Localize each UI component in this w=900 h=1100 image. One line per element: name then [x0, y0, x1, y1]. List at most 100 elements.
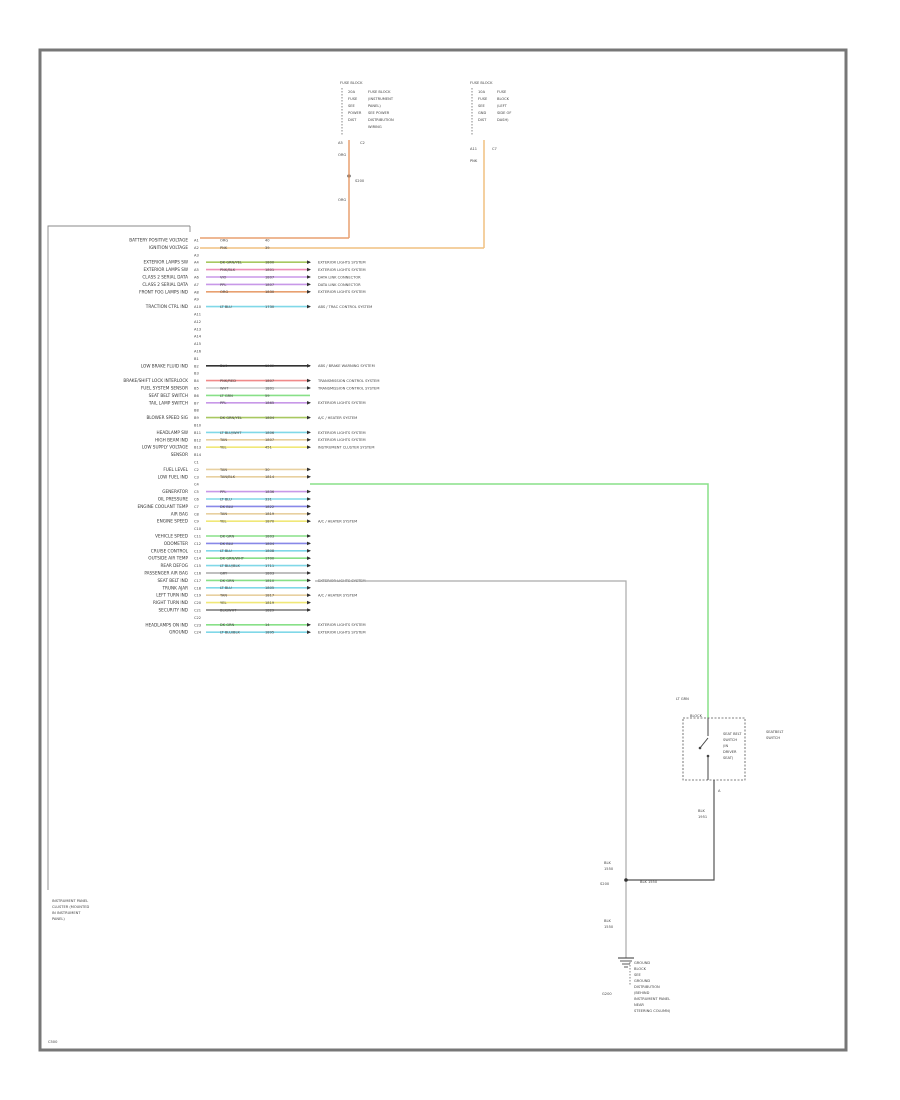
ipc-caption-1: CLUSTER (MOUNTED — [52, 905, 89, 909]
gnd-desc-8: STEERING COLUMN) — [634, 1009, 671, 1013]
sensor-ground-wire — [315, 580, 627, 958]
fuse-left-desc-3: SEE POWER — [368, 111, 390, 115]
pin-id: A3 — [194, 253, 199, 257]
gnd-desc-7: NEAR — [634, 1003, 644, 1007]
wire-color: TAN/BLK — [219, 475, 236, 479]
ipc-row: A14 — [194, 335, 202, 339]
pin-label: TRACTION CTRL IND — [145, 304, 188, 309]
wire-color: YEL — [220, 601, 226, 605]
pin-label: SENSOR — [171, 452, 188, 457]
fuse-left-desc-4: DISTRIBUTION — [368, 118, 394, 122]
wire-color: YEL — [220, 446, 226, 450]
circuit-number: 1808 — [265, 549, 275, 553]
arrow-mark — [307, 556, 311, 560]
pin-id: A11 — [194, 313, 201, 317]
pin-id: C11 — [194, 535, 201, 539]
wire-color: LT BLU — [220, 586, 232, 590]
svg-text:C7: C7 — [492, 147, 497, 151]
fuse-right-line-2: SEE — [478, 104, 486, 108]
switch-pin: A — [718, 789, 721, 793]
fuse-right-line-3: GND — [478, 111, 486, 115]
switch-conn-label: BLOCK — [690, 714, 703, 718]
arrow-mark — [307, 578, 311, 583]
switch-wire-below-0: BLK — [698, 809, 705, 813]
gnd-desc-5: (BEHIND — [634, 991, 650, 995]
wire-color: LT BLU/WHT — [220, 431, 242, 435]
switch-desc-0: SEAT BELT — [723, 732, 742, 736]
wire-color: ORG — [220, 290, 228, 294]
gnd-desc-1: BLOCK — [634, 967, 647, 971]
destination-label: EXTERIOR LIGHTS SYSTEM — [318, 631, 366, 635]
svg-text:SEATBELT: SEATBELT — [766, 730, 784, 734]
wire-color: VIO — [220, 275, 227, 279]
circuit-number: 1807 — [265, 379, 274, 383]
arrow-mark — [307, 489, 311, 494]
wire-color: DK BLU — [220, 505, 234, 509]
destination-label: EXTERIOR LIGHTS SYSTEM — [318, 261, 366, 265]
fuse-right-desc-1: BLOCK — [497, 97, 510, 101]
pin-label: LOW SUPPLY VOLTAGE — [142, 445, 189, 450]
circuit-number: 1804 — [265, 542, 275, 546]
pin-id: B8 — [194, 409, 199, 413]
pin-label: LOW FUEL IND — [158, 474, 188, 479]
destination-label: EXTERIOR LIGHTS SYSTEM — [318, 438, 366, 442]
pin-label: SEAT BELT IND — [158, 578, 189, 583]
circuit-number: 1819 — [265, 512, 275, 516]
ipc-row: C22 — [194, 616, 201, 620]
pin-id: C12 — [194, 542, 201, 546]
circuit-number: 1830 — [265, 290, 275, 294]
circuit-number: 1711 — [265, 564, 274, 568]
wire-color: ORG — [220, 238, 228, 242]
pin-id: B4 — [194, 379, 199, 383]
arrow-mark — [307, 415, 311, 420]
circuit-number: 1836 — [265, 490, 275, 494]
pin-label: SECURITY IND — [159, 608, 188, 613]
wire-color: DK GRN — [220, 534, 235, 538]
wire-color: DK GRN — [220, 623, 235, 627]
arrow-mark — [307, 593, 311, 597]
destination-label: TRANSMISSION CONTROL SYSTEM — [317, 379, 379, 383]
circuit-number: 1730 — [265, 305, 275, 309]
arrow-mark — [307, 260, 311, 264]
fuse-left-line-1: FUSE — [348, 97, 358, 101]
fuse-left-line-3: POWER — [348, 111, 362, 115]
fuse-left-desc-1: (INSTRUMENT — [368, 97, 394, 101]
power-feeds: A5 C2 ORG ORG S200 A11 C7 PNK — [200, 140, 497, 249]
circuit-number: 1822 — [265, 505, 274, 509]
ground-splice: BLK 1550 S200 BLK 1550 BLK 1550 G200 GRO… — [600, 861, 671, 1013]
pin-label: FUEL SYSTEM SENSOR — [141, 386, 188, 391]
arrow-mark — [307, 467, 311, 472]
wire-color: LT BLU/BLK — [220, 631, 240, 635]
circuit-number: 1803 — [265, 534, 274, 538]
circuit-number: 1806 — [265, 431, 275, 435]
destination-label: A/C / HEATER SYSTEM — [318, 416, 357, 420]
arrow-mark — [307, 497, 311, 501]
arrow-mark — [307, 600, 311, 605]
gnd-desc-3: GROUND — [634, 979, 650, 983]
ipc-row: B10 — [194, 424, 202, 428]
circuit-number: 1801 — [265, 268, 274, 272]
wire-color: PPL — [220, 283, 226, 287]
svg-text:S200: S200 — [355, 179, 365, 183]
circuit-number: 1819 — [265, 601, 275, 605]
pin-id: A13 — [194, 327, 201, 331]
pin-id: C10 — [194, 527, 202, 531]
fuse-block-right-title: FUSE BLOCK — [470, 81, 493, 85]
arrow-mark — [307, 275, 311, 279]
svg-text:A5: A5 — [338, 141, 343, 145]
pin-label: RIGHT TURN IND — [153, 600, 188, 605]
switch-desc-2: (IN — [723, 744, 728, 748]
destination-label: EXTERIOR LIGHTS SYSTEM — [318, 268, 366, 272]
pin-id: C19 — [194, 594, 202, 598]
pin-id: C23 — [194, 623, 201, 627]
arrow-mark — [307, 519, 311, 523]
pin-label: LOW BRAKE FLUID IND — [141, 363, 188, 368]
pin-id: B5 — [194, 387, 199, 391]
pin-id: B12 — [194, 438, 201, 442]
pin-id: C17 — [194, 579, 201, 583]
